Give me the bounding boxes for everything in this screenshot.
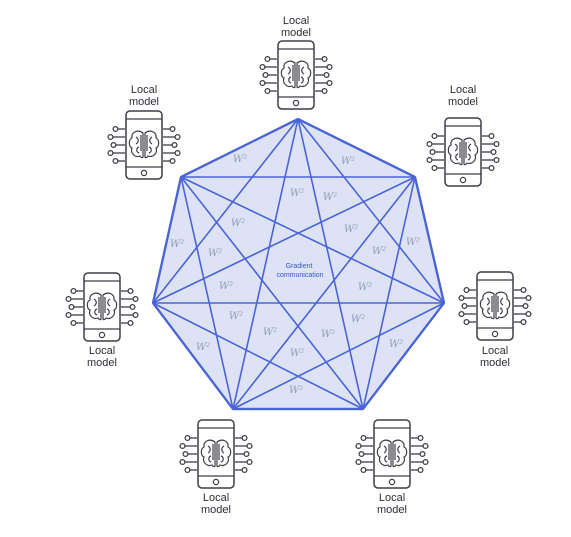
edge-weight-label: W² [289,385,303,396]
edge-weight-label: W² [358,282,372,293]
communication-edge [297,118,445,304]
communication-edge [297,118,416,178]
edge-weight-labels: W² W² W² W² W² W² W² W² W² W² W² W² W² W² W² W² W² W² W² W² [170,154,420,396]
edge-weight-label: W² [389,339,403,350]
edge-weight-label: W² [219,281,233,292]
communication-edge [297,118,364,410]
edge-weight-label: W² [263,327,277,338]
communication-edge [152,302,234,410]
communication-edge [180,118,299,178]
phone-brain-circuit-icon [355,419,429,489]
communication-edge [413,176,446,304]
edge-weight-label: W² [196,342,210,353]
communication-edge [180,176,234,410]
communication-edge [180,176,364,410]
communication-edge [152,302,364,410]
phone-brain-circuit-icon [179,419,253,489]
edge-weight-label: W² [372,246,386,257]
communication-edge [152,118,299,304]
communication-edge [232,118,299,410]
edge-weight-label: W² [290,348,304,359]
edge-weight-label: W² [233,154,247,165]
communication-edge [362,302,445,410]
communication-edge [232,176,416,410]
edge-weight-label: W² [341,156,355,167]
phone-brain-circuit-icon [458,271,532,341]
communication-edge [362,176,416,410]
communication-edge [152,176,416,304]
edge-weight-label: W² [344,224,358,235]
edge-weight-label: W² [323,192,337,203]
communication-edge [180,176,445,304]
center-label-line-2: communication [276,272,323,279]
phone-brain-circuit-icon [107,110,181,180]
edge-weight-label: W² [170,239,184,250]
center-label: Gradient communication [276,263,323,279]
edge-weight-label: W² [290,188,304,199]
edge-weight-label: W² [231,218,245,229]
center-label-line-1: Gradient [286,263,313,270]
edge-weight-label: W² [321,329,335,340]
phone-brain-circuit-icon [259,40,333,110]
edge-weight-label: W² [229,311,243,322]
communication-edge [151,176,183,304]
communication-edge [232,302,445,410]
edge-weight-label: W² [351,314,365,325]
complete-graph [151,117,446,411]
edge-weight-label: W² [208,248,222,259]
phone-brain-circuit-icon [65,272,139,342]
edge-weight-label: W² [406,237,420,248]
phone-brain-circuit-icon [426,117,500,187]
